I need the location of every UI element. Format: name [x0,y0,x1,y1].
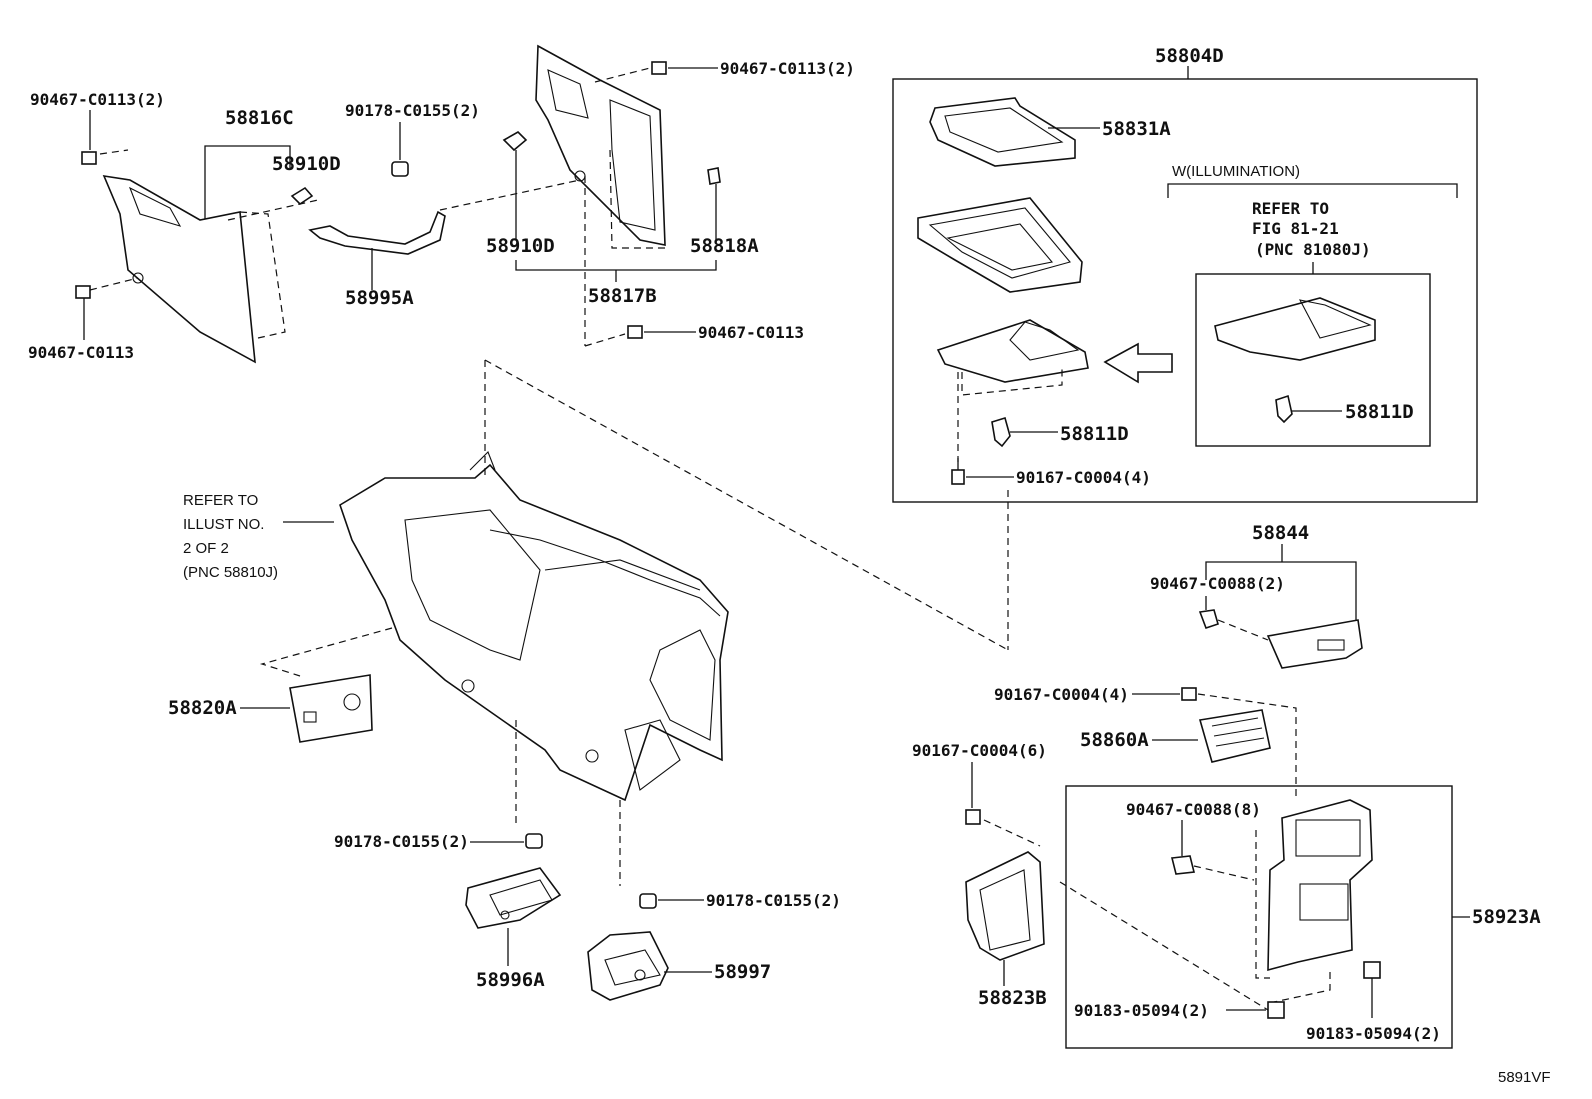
label-58811D-b: 58811D [1345,401,1414,423]
label-58817B: 58817B [588,285,657,307]
label-58923A: 58923A [1472,906,1541,928]
group-58816C: 90467-C0113(2) 58816C 58910D 90467-C0113… [28,90,581,364]
part-90467-C0088-clip [1198,609,1219,630]
label-90183-05094-2a: 90183-05094(2) [1074,1001,1209,1020]
part-tray-lower [936,319,1089,383]
label-58995A: 58995A [345,287,414,309]
clip-icon [75,285,91,299]
group-58860A: 90167-C0004(4) 58860A [994,685,1297,800]
nut-icon [525,833,543,849]
label-90467-C0113-a: 90467-C0113 [28,343,134,362]
label-90183-05094-2b: 90183-05094(2) [1306,1024,1441,1043]
part-tray-upper [917,197,1083,293]
group-console: REFER TO ILLUST NO. 2 OF 2 (PNC 58810J) [183,359,1009,886]
group-58996A: 90178-C0155(2) 58996A [334,832,562,991]
label-refer-illust-2: ILLUST NO. [183,516,264,533]
label-90167-C0004-6: 90167-C0004(6) [912,741,1047,760]
label-illumination: W(ILLUMINATION) [1172,163,1300,180]
label-90167-C0004-4a: 90167-C0004(4) [1016,468,1151,487]
figure-code: 5891VF [1498,1069,1551,1086]
group-58820A: 58820A [168,674,373,743]
part-58996A-bracket [465,867,562,929]
group-58817B: 90467-C0113(2) 58910D 58818A 58817B 9046… [486,44,855,347]
part-58823B-bracket [965,851,1045,961]
part-58910D-clip-a [290,186,314,206]
part-58923A-panel [1267,799,1373,972]
label-90467-C0113-2b: 90467-C0113(2) [720,59,855,78]
clip-icon [1363,961,1381,979]
clip-icon [627,325,643,339]
label-58997: 58997 [714,961,771,983]
part-90467-C0088-clip-8 [1171,855,1195,875]
part-58820A-switch [289,674,373,743]
part-58995A-bracket [308,210,446,255]
label-90178-C0155-2b: 90178-C0155(2) [334,832,469,851]
clip-icon [1267,1001,1285,1019]
label-refer-illust-1: REFER TO [183,492,258,509]
illumination-inset [1195,273,1431,447]
group-58997: 90178-C0155(2) 58997 [587,891,841,1001]
label-58844: 58844 [1252,522,1309,544]
label-90467-C0088-2: 90467-C0088(2) [1150,574,1285,593]
part-58818A-clip [707,167,721,185]
label-58910D-a: 58910D [272,153,341,175]
part-58860A-vent [1198,709,1271,763]
label-58823B: 58823B [978,987,1047,1009]
label-90467-C0088-8: 90467-C0088(8) [1126,800,1261,819]
label-refer-fig-2: FIG 81-21 [1252,219,1339,238]
label-90467-C0113-2a: 90467-C0113(2) [30,90,165,109]
label-58811D-a: 58811D [1060,423,1129,445]
screw-icon [1181,687,1197,701]
group-58804D: 58804D 58831A 58811D 90167-C0004(4) W(IL… [892,45,1478,503]
label-90178-C0155-2c: 90178-C0155(2) [706,891,841,910]
label-refer-fig-1: REFER TO [1252,199,1329,218]
part-58816C-panel [102,174,256,364]
label-90467-C0113-b: 90467-C0113 [698,323,804,342]
label-refer-illust-3: 2 OF 2 [183,540,229,557]
group-58823B: 90167-C0004(6) 58823B [912,741,1269,1011]
group-58923A: 58923A 90467-C0088(8) 90183-05094(2) 901… [1065,785,1541,1049]
part-center-console [339,463,729,802]
label-58818A: 58818A [690,235,759,257]
nut-icon [639,893,657,909]
part-58997-bracket [587,931,669,1001]
label-58996A: 58996A [476,969,545,991]
clip-icon [81,151,97,165]
part-58811D-clip [991,416,1011,448]
label-90167-C0004-4b: 90167-C0004(4) [994,685,1129,704]
nut-icon [391,161,409,177]
part-illuminated-housing [1214,297,1376,361]
label-refer-fig-3: (PNC 81080J) [1255,240,1371,259]
label-58804D: 58804D [1155,45,1224,67]
part-58811D-clip-illum [1275,394,1293,424]
part-58817B-panel [535,44,666,246]
label-58860A: 58860A [1080,729,1149,751]
part-58910D-clip-b [502,131,528,152]
label-refer-illust-4: (PNC 58810J) [183,564,278,581]
label-58816C: 58816C [225,107,294,129]
screw-icon [951,458,965,485]
label-58910D-b: 58910D [486,235,555,257]
group-58844: 58844 90467-C0088(2) [1150,522,1363,669]
clip-icon [651,61,667,75]
group-58804D-frame [892,78,1478,503]
label-58831A: 58831A [1102,118,1171,140]
label-58820A: 58820A [168,697,237,719]
part-58831A-bezel [929,97,1076,167]
part-58844-panel [1266,619,1363,669]
arrow-icon [1103,342,1173,384]
label-90178-C0155-2a: 90178-C0155(2) [345,101,480,120]
screw-icon [965,809,981,825]
